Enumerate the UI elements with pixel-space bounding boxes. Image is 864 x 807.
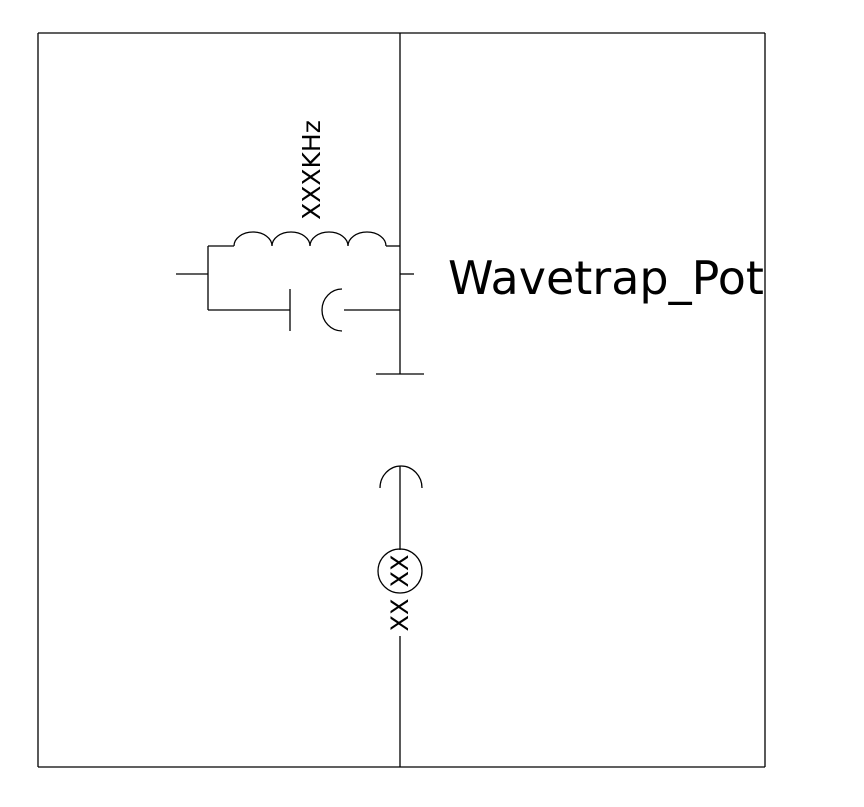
capacitor-plate-right — [321, 288, 343, 332]
frequency-label: XXXKHz — [297, 120, 326, 220]
frame — [37, 32, 766, 768]
main-bus — [376, 33, 424, 375]
lower-label: XX — [386, 599, 414, 632]
source-connector-arc — [379, 465, 423, 489]
wave-trap — [176, 231, 400, 332]
source-branch — [377, 465, 423, 767]
source-circle-symbol — [377, 548, 423, 594]
source-label: XX — [386, 555, 414, 588]
inductor-coil-symbol — [233, 231, 387, 247]
diagram-title: Wavetrap_Pot — [448, 251, 764, 305]
